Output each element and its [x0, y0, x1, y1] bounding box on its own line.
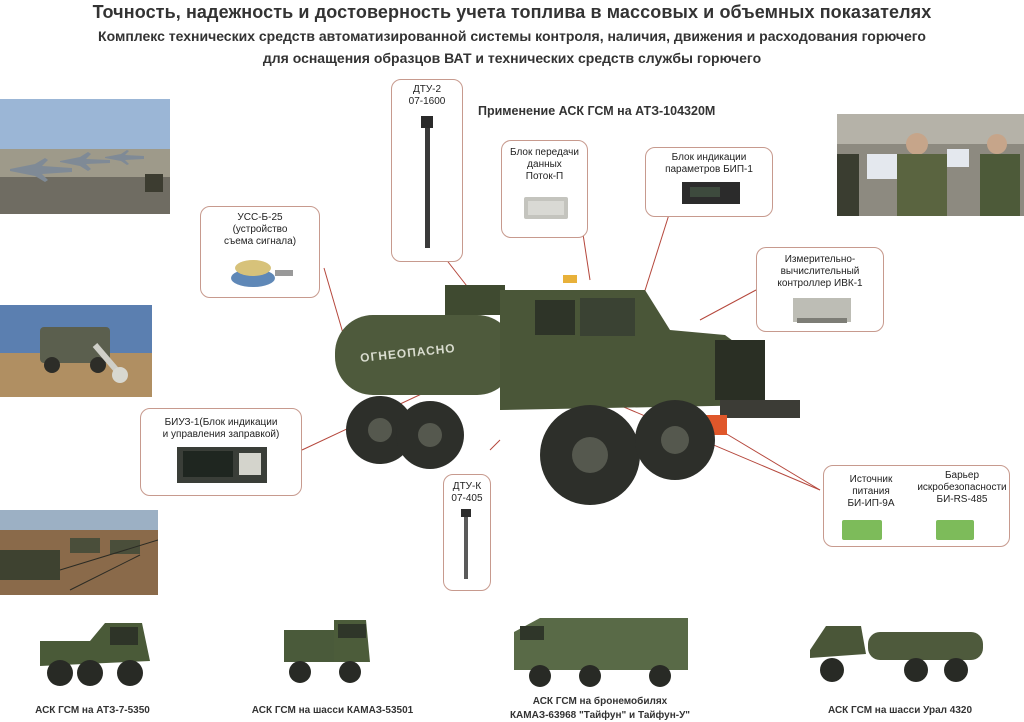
- photo-operators: [837, 114, 1024, 216]
- callout-barrier-label: Барьер искробезопасности БИ-RS-485: [917, 470, 1007, 505]
- photo-kamaz-63968-taifun: [510, 612, 692, 688]
- caption-atz-7-5350: АСК ГСМ на АТЗ-7-5350: [35, 705, 150, 716]
- callout-dtu2-label: ДТУ-2 07-1600: [408, 84, 446, 107]
- biuz-device-image: [177, 447, 267, 483]
- page-subtitle-line1: Комплекс технических средств автоматизир…: [98, 28, 926, 44]
- dtu2-sensor-image: [421, 116, 433, 248]
- bip-device-image: [682, 182, 740, 204]
- callout-dtu-k: ДТУ-К 07-405: [443, 474, 491, 591]
- callout-bip-label: Блок индикации параметров БИП-1: [665, 152, 753, 175]
- callout-ivk-1: Измерительно- вычислительный контроллер …: [756, 247, 884, 332]
- callout-biuz-1: БИУЗ-1(Блок индикации и управления запра…: [140, 408, 302, 496]
- callout-uss-b-25: УСС-Б-25 (устройство съема сигнала): [200, 206, 320, 298]
- photo-ural-4320: [806, 616, 990, 685]
- truck-atz-104320m: ОГНЕОПАСНО: [325, 270, 805, 515]
- photo-kamaz-53501: [280, 612, 374, 688]
- uss-device-image: [231, 260, 293, 287]
- photo-atz-7-5350: [30, 611, 155, 690]
- page-title: Точность, надежность и достоверность уче…: [92, 2, 932, 22]
- callout-bip-1: Блок индикации параметров БИП-1: [645, 147, 773, 217]
- callout-biuz-label: БИУЗ-1(Блок индикации и управления запра…: [162, 417, 280, 440]
- photo-airfield: [0, 99, 170, 214]
- potok-device-image: [524, 197, 568, 219]
- callout-dtu2: ДТУ-2 07-1600: [391, 79, 463, 262]
- photo-refuel-site: [0, 510, 158, 595]
- caption-armored-line2: КАМАЗ-63968 "Тайфун" и Тайфун-У": [509, 710, 691, 721]
- callout-ivk-label: Измерительно- вычислительный контроллер …: [777, 254, 863, 289]
- callout-dtuk-label: ДТУ-К 07-405: [451, 481, 483, 504]
- caption-kamaz-53501: АСК ГСМ на шасси КАМАЗ-53501: [251, 705, 414, 716]
- photo-field-vehicle: [0, 305, 152, 397]
- page-subtitle-line2: для оснащения образцов ВАТ и технических…: [262, 50, 762, 66]
- ivk-device-image: [793, 298, 851, 323]
- application-title: Применение АСК ГСМ на АТЗ-104320М: [478, 104, 716, 118]
- caption-armored-line1: АСК ГСМ на бронемобилях: [532, 696, 668, 707]
- dtuk-sensor-image: [461, 509, 471, 579]
- callout-uss-label: УСС-Б-25 (устройство съема сигнала): [223, 212, 297, 247]
- callout-power-barrier: Источник питания БИ-ИП-9А Барьер искробе…: [823, 465, 1010, 547]
- power-barrier-devices-image: [842, 520, 974, 540]
- callout-potok-p: Блок передачи данных Поток-П: [501, 140, 588, 238]
- caption-ural-4320: АСК ГСМ на шасси Урал 4320: [827, 705, 973, 716]
- callout-potok-label: Блок передачи данных Поток-П: [510, 147, 579, 182]
- callout-source-label: Источник питания БИ-ИП-9А: [847, 474, 895, 509]
